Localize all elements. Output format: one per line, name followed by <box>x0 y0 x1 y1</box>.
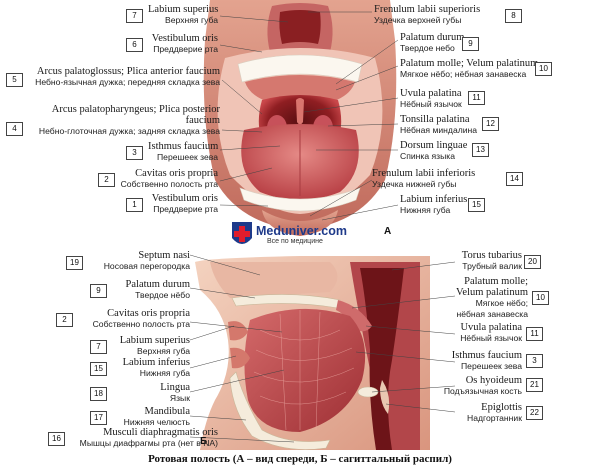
label-number: 4 <box>6 122 23 136</box>
figure-label-a: А <box>384 226 392 237</box>
label-number: 21 <box>526 378 543 392</box>
label-number: 10 <box>532 291 549 305</box>
label-number: 18 <box>90 387 107 401</box>
logo-subtitle: Все по медицине <box>267 238 323 245</box>
label-arcus-palatopharyngeus: Arcus palatopharyngeus; Plica posterior … <box>38 104 220 136</box>
label-number: 14 <box>506 172 523 186</box>
figure-label-b: Б <box>200 436 208 447</box>
label-number: 15 <box>90 362 107 376</box>
label-number: 2 <box>56 313 73 327</box>
label-arcus-palatoglossus: Arcus palatoglossus; Plica anterior fauc… <box>35 66 220 87</box>
label-number: 13 <box>472 143 489 157</box>
label-number: 1 <box>126 198 143 212</box>
label-number: 10 <box>535 62 552 76</box>
label-number: 2 <box>98 173 115 187</box>
label-number: 16 <box>48 432 65 446</box>
label-number: 12 <box>482 117 499 131</box>
label-number: 19 <box>66 256 83 270</box>
label-number: 3 <box>126 146 143 160</box>
label-number: 5 <box>6 73 23 87</box>
label-number: 3 <box>526 354 543 368</box>
label-number: 17 <box>90 411 107 425</box>
label-number: 9 <box>462 37 479 51</box>
label-number: 6 <box>126 38 143 52</box>
label-number: 7 <box>90 340 107 354</box>
label-number: 22 <box>526 406 543 420</box>
label-number: 11 <box>468 91 485 105</box>
label-number: 7 <box>126 9 143 23</box>
label-number: 11 <box>526 327 543 341</box>
label-number: 9 <box>90 284 107 298</box>
figure-caption: Ротовая полость (А – вид спереди, Б – са… <box>148 453 452 465</box>
logo-title: Meduniver.com <box>256 224 347 238</box>
label-number: 20 <box>524 255 541 269</box>
label-number: 8 <box>505 9 522 23</box>
label-number: 15 <box>468 198 485 212</box>
